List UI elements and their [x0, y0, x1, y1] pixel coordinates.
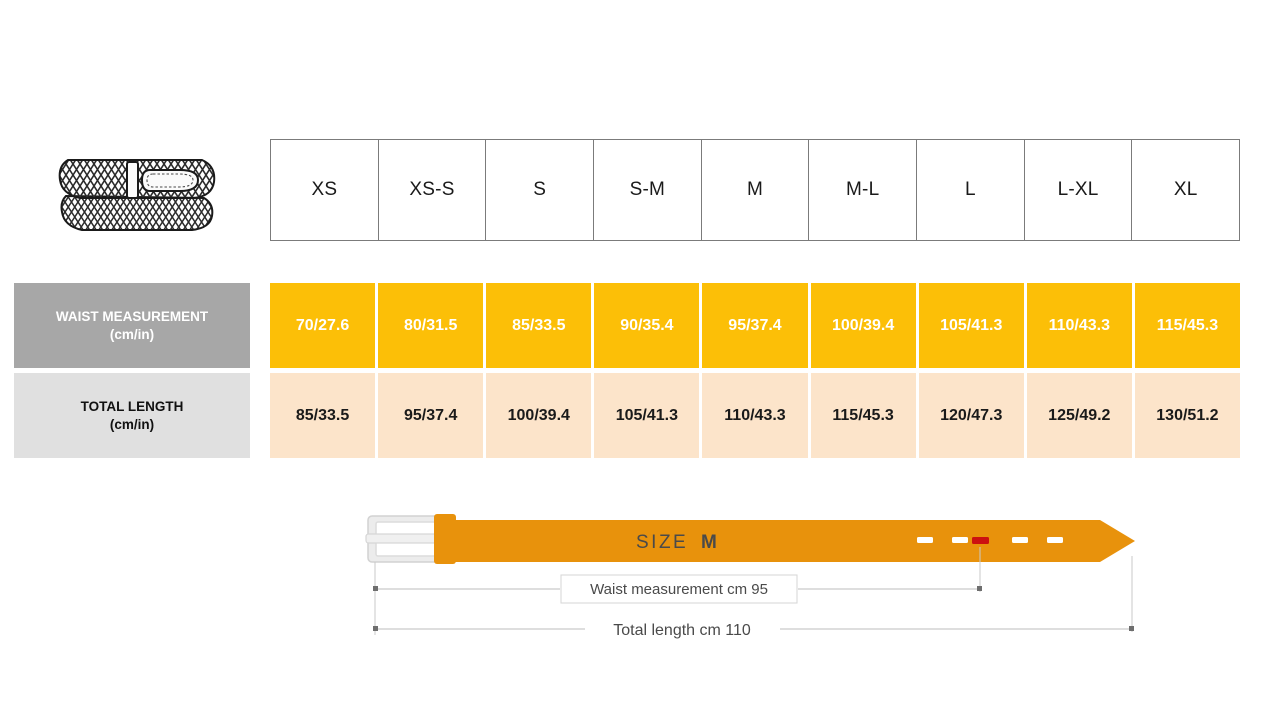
length-value-cell: 125/49.2: [1026, 373, 1132, 458]
size-header-cell: M-L: [809, 140, 918, 240]
length-label-unit: (cm/in): [109, 416, 155, 432]
belt-measurement-diagram: SIZE M Waist measurement cm 95 Total len…: [360, 500, 1160, 650]
belt-hole: [1012, 537, 1028, 543]
waist-value-cell: 115/45.3: [1134, 283, 1240, 368]
length-value-cell: 95/37.4: [378, 373, 484, 458]
total-length-dimension-line: Total length cm 110: [373, 622, 1134, 639]
braided-belt-illustration: [58, 159, 216, 231]
waist-label-title: WAIST MEASUREMENT: [55, 308, 209, 324]
length-value-cell: 105/41.3: [594, 373, 700, 458]
belt-size-value: M: [701, 532, 717, 553]
total-length-values-row: 85/33.5 95/37.4 100/39.4 105/41.3 110/43…: [270, 373, 1240, 458]
length-value-cell: 115/45.3: [810, 373, 916, 458]
waist-value-cell: 80/31.5: [378, 283, 484, 368]
size-header-cell: XS-S: [379, 140, 487, 240]
length-value-cell: 130/51.2: [1134, 373, 1240, 458]
length-value-cell: 100/39.4: [486, 373, 592, 458]
waist-value-cell: 100/39.4: [810, 283, 916, 368]
waist-measurement-values-row: 70/27.6 80/31.5 85/33.5 90/35.4 95/37.4 …: [270, 283, 1240, 368]
waist-value-cell: 70/27.6: [270, 283, 376, 368]
waist-dimension-line: Waist measurement cm 95: [373, 574, 982, 604]
dimension-leader-lines: [374, 547, 1133, 635]
size-header-cell: S: [486, 140, 595, 240]
waist-measurement-row-label: WAIST MEASUREMENT (cm/in): [14, 283, 250, 368]
size-header-row: XS XS-S S S-M M M-L L L-XL XL: [270, 139, 1240, 241]
waist-dimension-label: Waist measurement cm 95: [590, 581, 768, 598]
waist-value-cell: 110/43.3: [1026, 283, 1132, 368]
belt-hole: [917, 537, 933, 543]
length-value-cell: 110/43.3: [702, 373, 808, 458]
length-value-cell: 120/47.3: [918, 373, 1024, 458]
total-length-dimension-label: Total length cm 110: [613, 622, 751, 639]
belt-size-word: SIZE: [636, 532, 688, 553]
waist-value-cell: 105/41.3: [918, 283, 1024, 368]
size-header-cell: XS: [271, 140, 379, 240]
waist-value-cell: 95/37.4: [702, 283, 808, 368]
size-header-cell: S-M: [594, 140, 702, 240]
belt-strap: [452, 520, 1135, 562]
belt-hole: [1047, 537, 1063, 543]
belt-hole-active: [972, 537, 989, 544]
length-value-cell: 85/33.5: [270, 373, 376, 458]
waist-label-unit: (cm/in): [109, 326, 155, 342]
size-header-cell: M: [702, 140, 810, 240]
waist-value-cell: 90/35.4: [594, 283, 700, 368]
waist-value-cell: 85/33.5: [486, 283, 592, 368]
length-label-title: TOTAL LENGTH: [80, 398, 184, 414]
belt-keeper-loop: [434, 514, 456, 564]
belt-hole: [952, 537, 968, 543]
size-header-cell: L-XL: [1025, 140, 1133, 240]
size-header-cell: XL: [1173, 179, 1198, 200]
size-header-cell: L: [917, 140, 1025, 240]
total-length-row-label: TOTAL LENGTH (cm/in): [14, 373, 250, 458]
